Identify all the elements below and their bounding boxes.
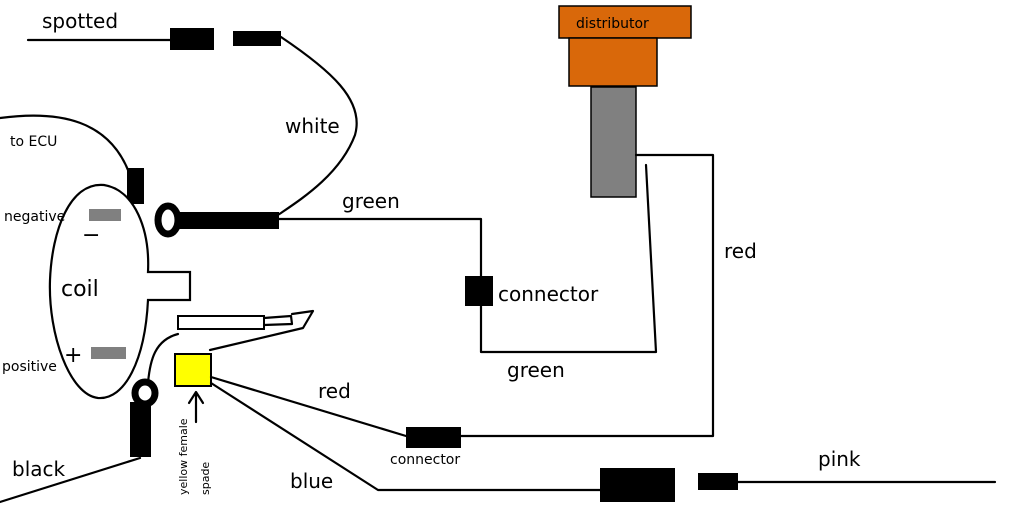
coil-body (48, 183, 192, 400)
positive-lead (130, 402, 151, 457)
minus-sign: − (82, 223, 100, 248)
negative-label: negative (4, 209, 65, 225)
spotted-connector-left (170, 28, 214, 50)
to-ecu-connector (127, 168, 144, 204)
distributor-cap-lower (568, 37, 658, 87)
pink-connector-right (698, 473, 738, 490)
coil-positive-terminal (91, 347, 126, 359)
spotted-connector-right (233, 31, 281, 46)
yellow-female-spade (174, 353, 212, 387)
white-label: white (285, 114, 340, 138)
pink-connector-left (600, 468, 675, 502)
positive-lead-wire (146, 332, 180, 385)
distributor-body (590, 86, 637, 198)
red-wire-lower (209, 375, 408, 438)
pink-label: pink (818, 447, 861, 471)
red-wire-right (458, 153, 715, 438)
positive-ring-terminal (131, 378, 159, 408)
red-right-label: red (724, 239, 757, 263)
green-wire-bottom (479, 163, 658, 354)
green-wire-top (277, 217, 483, 280)
black-wire (0, 456, 142, 504)
green-top-label: green (342, 189, 400, 213)
to-ecu-label: to ECU (10, 134, 57, 150)
coil-label: coil (61, 277, 99, 302)
plus-sign: + (64, 343, 82, 368)
white-wire (276, 35, 358, 217)
yellow-spade-label-line2: spade (199, 462, 212, 495)
negative-lead (176, 212, 279, 229)
blue-wire (209, 381, 604, 492)
positive-label: positive (2, 359, 57, 375)
distributor-cap-top (558, 5, 692, 39)
connector-small-label: connector (390, 452, 460, 468)
coil-negative-terminal (89, 209, 121, 221)
black-label: black (12, 457, 66, 481)
negative-ring-terminal (154, 202, 182, 238)
green-connector (465, 276, 493, 306)
to-ecu-wire (0, 114, 132, 177)
blue-label: blue (290, 469, 333, 493)
spotted-label: spotted (42, 9, 118, 33)
spade-pointer-arrow (187, 390, 205, 424)
connector-large-label: connector (498, 282, 599, 306)
green-bottom-label: green (507, 358, 565, 382)
red-lower-label: red (318, 379, 351, 403)
red-connector (406, 427, 461, 448)
distributor-label: distributor (576, 16, 649, 32)
white-spade-tip (262, 314, 294, 327)
yellow-spade-label-line1: yellow female (177, 418, 190, 495)
white-spade-connector (177, 315, 265, 330)
spade-wire (208, 309, 315, 352)
